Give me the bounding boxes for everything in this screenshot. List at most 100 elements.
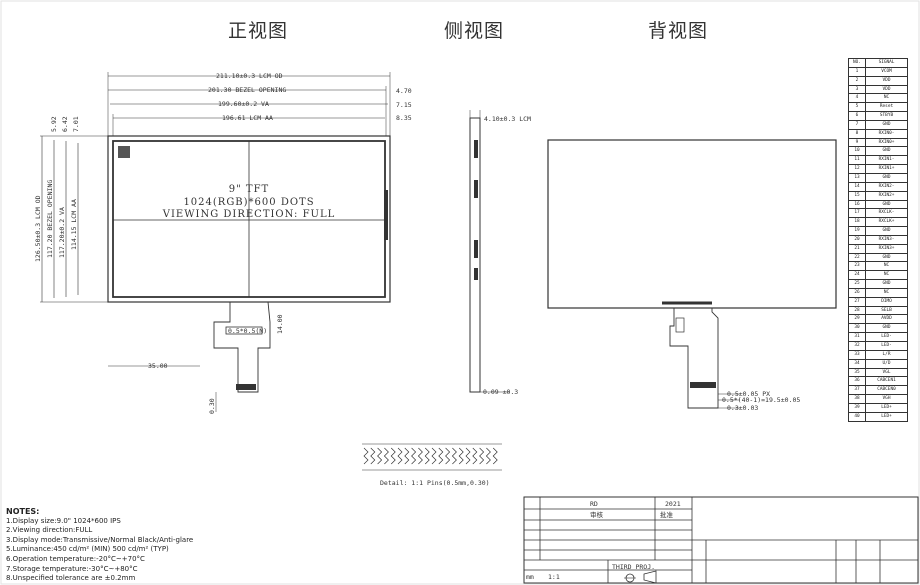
- pin-number: 39: [848, 402, 866, 413]
- pin-detail-pin: [451, 447, 457, 465]
- pin-number: 30: [848, 323, 866, 334]
- pin-number: 18: [848, 217, 866, 228]
- notes-line: 8.Unspecified tolerance are ±0.2mm: [6, 574, 136, 583]
- pin-detail-pin: [417, 447, 423, 465]
- front-dim-aa-w: 196.61 LCM AA: [222, 114, 273, 122]
- pin-number: 26: [848, 287, 866, 298]
- front-dim-l2: 6.42: [61, 116, 69, 132]
- notes-block: NOTES: 1.Display size:9.0" 1024*600 IPS …: [6, 507, 193, 584]
- pin-number: 29: [848, 314, 866, 325]
- pin-signal: GND: [865, 226, 908, 236]
- pin-number: 21: [848, 243, 866, 254]
- pin-header-no: NO.: [848, 58, 866, 68]
- pin-number: 17: [848, 208, 866, 219]
- pin-number: 16: [848, 199, 866, 210]
- side-view: [469, 110, 510, 393]
- pin-signal: GND: [865, 252, 908, 263]
- front-dim-h-va: 117.20±0.2 VA: [58, 207, 66, 258]
- pin-signal: AVDD: [865, 314, 908, 325]
- pin-number: 24: [848, 270, 866, 281]
- notes-line: 7.Storage temperature:-30°C~+80°C: [6, 564, 138, 573]
- pin-number: 11: [848, 155, 866, 166]
- pin-signal: DIMO: [865, 296, 908, 307]
- back-fpc-contacts: [690, 382, 716, 388]
- title-block-proj: THIRD PROJ.: [612, 563, 655, 571]
- pin-detail-pin: [479, 447, 485, 465]
- pin-detail-pin: [492, 447, 498, 465]
- pin-number: 22: [848, 252, 866, 263]
- pin-signal: VDD: [865, 75, 908, 86]
- pin-detail-pin: [458, 447, 464, 465]
- back-dim-fpc3: 0.3±0.03: [727, 404, 758, 412]
- pin-number: 2: [848, 75, 866, 86]
- title-block: [523, 496, 919, 584]
- front-fpc-label: 0.5*0.5(N): [228, 327, 267, 335]
- notes-line: 3.Display mode:Transmissive/Normal Black…: [6, 535, 194, 544]
- front-dim-r1: 4.70: [396, 87, 412, 95]
- pin-detail-pin: [465, 447, 471, 465]
- front-dim-bezel-w: 201.30 BEZEL OPENING: [208, 86, 286, 94]
- side-view-title: 侧视图: [444, 20, 505, 42]
- pin-number: 37: [848, 385, 866, 396]
- back-fpc-tail: [669, 307, 719, 409]
- pin-number: 8: [848, 128, 866, 139]
- pin-number: 33: [848, 349, 866, 360]
- pin-detail: [362, 443, 502, 471]
- back-module-outline: [547, 139, 837, 309]
- pin-number: 4: [848, 93, 866, 104]
- title-block-r1: RD: [590, 500, 598, 508]
- front-side-tab: [384, 190, 388, 240]
- side-dim-bottom: 0.09 ±0.3: [483, 388, 518, 396]
- pin-signal: CABCEN1: [865, 376, 908, 387]
- front-fpc-label-box: [225, 326, 263, 335]
- pin-number: 10: [848, 146, 866, 157]
- side-profile: [469, 117, 481, 393]
- pin-number: 6: [848, 111, 866, 121]
- pin-detail-pin: [431, 447, 437, 465]
- pin-number: 25: [848, 279, 866, 289]
- title-block-sign: 批准: [660, 510, 674, 519]
- pin-signal: GND: [865, 119, 908, 130]
- pin-detail-pin: [370, 447, 376, 465]
- front-dim-outline-w: 211.10±0.3 LCM OD: [216, 72, 283, 80]
- front-dim-r2: 7.15: [396, 101, 412, 109]
- pin-signal: VGL: [865, 367, 908, 378]
- front-fpc-dim-len: 35.00: [148, 362, 168, 370]
- pin-detail-pin: [397, 447, 403, 465]
- pin-signal: CABCEN0: [865, 385, 908, 396]
- pin-detail-pin: [485, 447, 491, 465]
- pin-number: 19: [848, 226, 866, 236]
- pin-signal: NC: [865, 270, 908, 281]
- front-lcd-line1: 9" TFT: [229, 184, 269, 195]
- pin-number: 7: [848, 119, 866, 130]
- back-dim-fpc1: 0.5±0.05 PX: [727, 390, 770, 398]
- pin-detail-pin: [377, 447, 383, 465]
- pin-signal: RXIN0+: [865, 137, 908, 148]
- pin-signal: RXCLK-: [865, 208, 908, 219]
- pin-signal: NC: [865, 93, 908, 104]
- pin-detail-pin: [424, 447, 430, 465]
- pin-signal: STBYB: [865, 111, 908, 121]
- pin-detail-pin: [411, 447, 417, 465]
- pin-signal: LED+: [865, 402, 908, 413]
- pin-signal: RXIN3-: [865, 234, 908, 245]
- pin-number: 38: [848, 394, 866, 404]
- title-block-unit: mm: [526, 573, 534, 581]
